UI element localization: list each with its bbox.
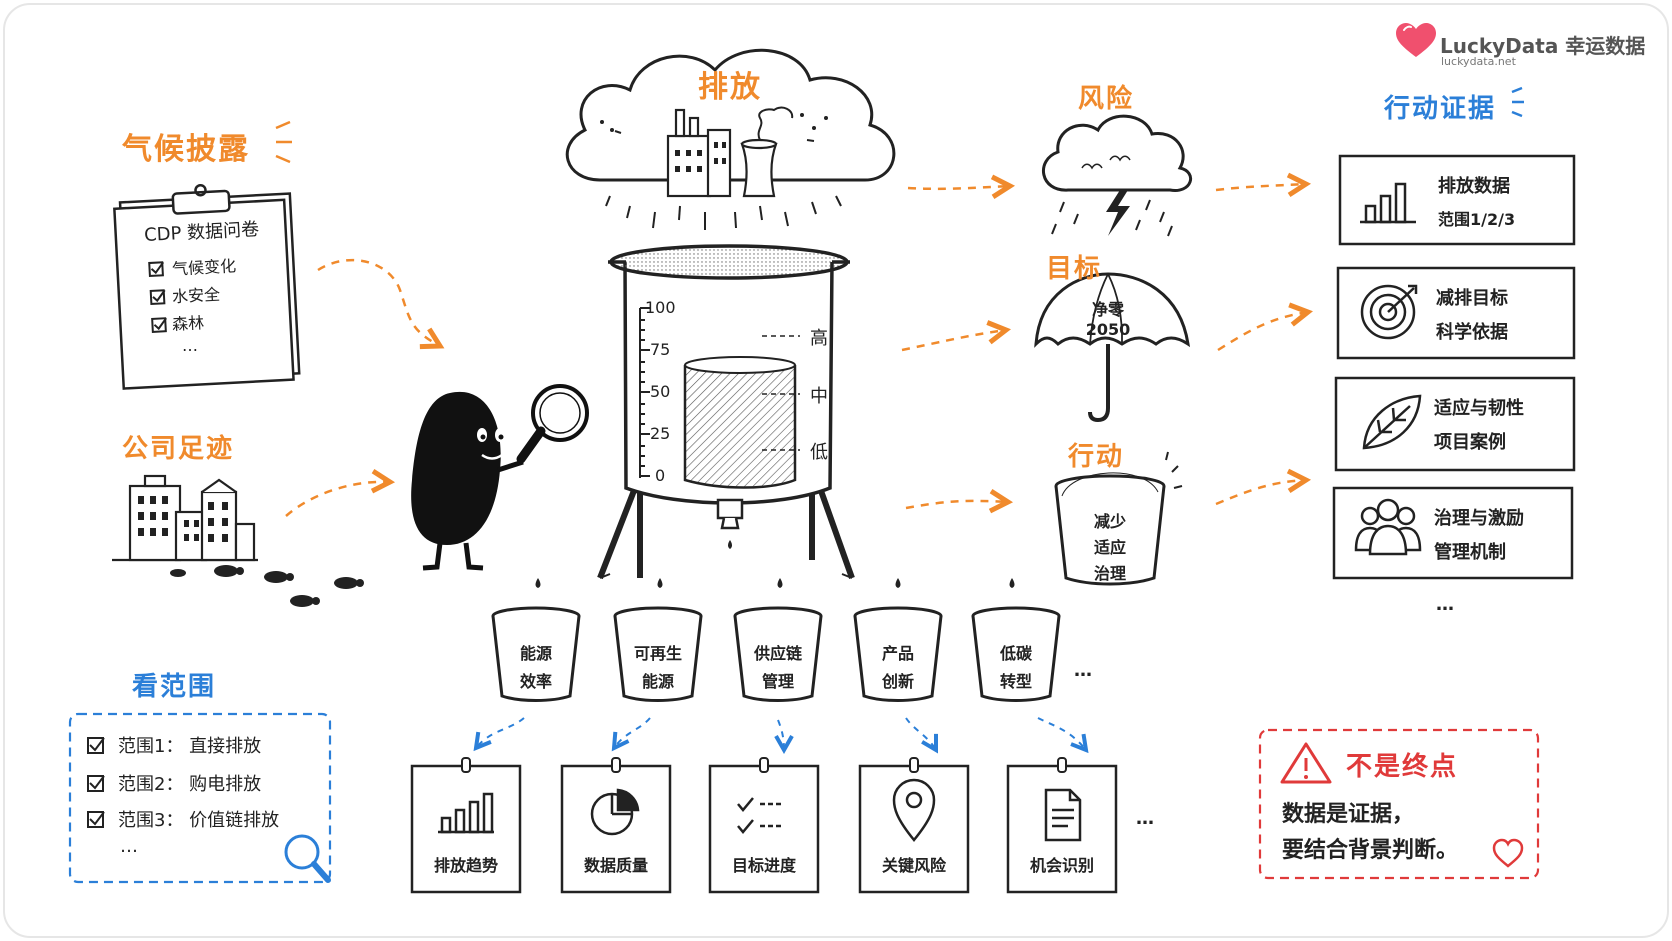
umbrella-line2: 2050 (1085, 320, 1131, 339)
trend-bars-icon (438, 792, 494, 834)
umbrella-line1: 净零 (1091, 300, 1124, 319)
evidence-more: … (1436, 594, 1454, 615)
questionnaire-item-climate: 气候变化 (171, 256, 237, 279)
questionnaire-more: … (182, 336, 198, 355)
water-drop-icons (535, 578, 1015, 588)
card-key-risk: 关键风险 (881, 856, 946, 875)
cup-5-line1: 低碳 (999, 644, 1032, 663)
cup-3-line1: 供应链 (753, 644, 802, 663)
scale-100: 100 (645, 298, 676, 317)
scope-item-2: 范围2： 购电排放 (118, 774, 262, 795)
cups-more: … (1074, 660, 1092, 681)
leaf-icon (1362, 394, 1422, 450)
target-icon (1360, 284, 1418, 340)
people-icon (1354, 498, 1422, 556)
disclosure-title: 气候披露 (122, 132, 250, 167)
card-data-quality: 数据质量 (583, 856, 648, 875)
cup-3-line2: 管理 (761, 672, 794, 691)
city-buildings-icon (112, 474, 258, 562)
cloud-title: 排放 (698, 70, 762, 105)
bean-character-icon (411, 384, 589, 571)
evidence-card-4-line2: 管理机制 (1434, 542, 1506, 563)
heart-outline-icon (1492, 838, 1524, 868)
cup-1-line2: 效率 (519, 672, 552, 691)
scale-75: 75 (650, 340, 671, 359)
bucket-govern: 治理 (1093, 564, 1126, 583)
scope-item-3: 范围3： 价值链排放 (118, 810, 280, 831)
evidence-card-3-line2: 项目案例 (1434, 432, 1506, 453)
risk-title: 风险 (1078, 84, 1135, 114)
questionnaire-item-water: 水安全 (171, 284, 221, 307)
pin-icons (461, 757, 1067, 773)
bar-chart-icon (1360, 182, 1416, 224)
evidence-card-2-line1: 减排目标 (1436, 288, 1508, 309)
document-icon (1044, 788, 1082, 842)
note-title: 不是终点 (1346, 752, 1459, 782)
bucket-icon (1054, 451, 1183, 586)
scale-0: 0 (655, 466, 666, 485)
checklist-icon (737, 797, 784, 834)
evidence-cards-frames (1332, 154, 1576, 580)
umbrella-icon (1034, 272, 1191, 423)
pie-chart-icon (590, 788, 640, 836)
level-high: 高 (810, 328, 828, 349)
scope-box-frame (68, 712, 332, 884)
warning-icon (1280, 742, 1332, 784)
brand-heart-icon (1396, 23, 1436, 57)
magnifier-blue-icon (284, 834, 331, 883)
card-emission-trend: 排放趋势 (433, 856, 498, 875)
cups-icons (491, 606, 1061, 702)
level-mid: 中 (810, 386, 828, 407)
location-pin-icon (892, 778, 936, 842)
scope-item-1: 范围1： 直接排放 (118, 736, 262, 757)
note-line1: 数据是证据， (1282, 802, 1415, 827)
evidence-card-1-line1: 排放数据 (1438, 176, 1510, 197)
cup-5-line2: 转型 (999, 672, 1032, 691)
scope-checkbox-icons (87, 737, 105, 828)
scale-50: 50 (650, 382, 671, 401)
bottom-cards-frames (410, 764, 1118, 894)
emission-cloud-icon (565, 48, 896, 230)
evidence-card-1-line2: 范围1/2/3 (1438, 210, 1516, 229)
cards-more: … (1136, 808, 1154, 829)
cup-4-line1: 产品 (881, 644, 914, 663)
card-opportunity: 机会识别 (1029, 856, 1094, 875)
emission-tank-icon (597, 244, 855, 580)
questionnaire-item-forest: 森林 (171, 313, 205, 334)
cup-1-line1: 能源 (519, 644, 552, 663)
note-line2: 要结合背景判断。 (1282, 838, 1459, 863)
card-target-progress: 目标进度 (731, 856, 796, 875)
evidence-card-2-line2: 科学依据 (1436, 322, 1508, 343)
target-title: 目标 (1046, 254, 1103, 284)
cup-2-line2: 能源 (641, 672, 674, 691)
footprints-icon (170, 565, 364, 607)
cup-2-line1: 可再生 (633, 644, 682, 663)
footprint-title: 公司足迹 (122, 434, 235, 464)
brand-url: luckydata.net (1441, 55, 1516, 68)
evidence-card-4-line1: 治理与激励 (1434, 508, 1524, 529)
brand-name: LuckyData 幸运数据 (1440, 34, 1646, 58)
clipboard-icon (113, 183, 301, 390)
action-title: 行动 (1068, 442, 1125, 472)
evidence-title: 行动证据 (1384, 94, 1497, 124)
bucket-adapt: 适应 (1093, 538, 1126, 557)
cup-4-line2: 创新 (881, 672, 914, 691)
scope-title: 看范围 (132, 672, 217, 702)
evidence-card-3-line1: 适应与韧性 (1434, 398, 1524, 419)
bucket-reduce: 减少 (1093, 512, 1126, 531)
storm-cloud-icon (1042, 114, 1193, 237)
scope-more: … (120, 836, 138, 857)
level-low: 低 (810, 442, 828, 463)
scale-25: 25 (650, 424, 671, 443)
